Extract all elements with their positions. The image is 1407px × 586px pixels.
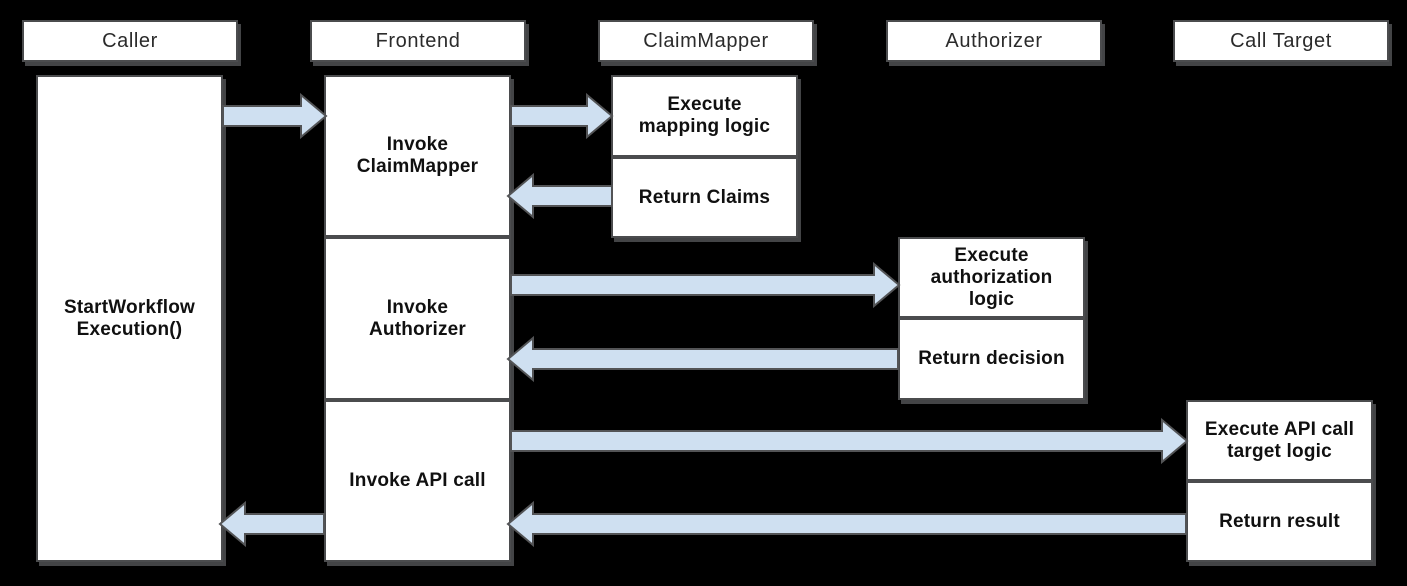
lifeline-label-calltarget: Call Target <box>1230 29 1332 52</box>
arrow-frontend-to-authorizer <box>510 261 901 309</box>
lifeline-header-claimmapper: ClaimMapper <box>598 20 814 62</box>
lifeline-header-caller: Caller <box>22 20 238 62</box>
activation-authorizer-execute: Execute authorization logic <box>898 237 1085 318</box>
activation-calltarget-return: Return result <box>1186 481 1373 562</box>
activation-calltarget-execute: Execute API call target logic <box>1186 400 1373 481</box>
activation-authorizer-return: Return decision <box>898 318 1085 400</box>
lifeline-header-authorizer: Authorizer <box>886 20 1102 62</box>
lifeline-label-frontend: Frontend <box>375 29 461 52</box>
step-line: logic <box>968 288 1015 310</box>
step-line: Return decision <box>918 348 1065 369</box>
lifeline-label-authorizer: Authorizer <box>945 29 1043 52</box>
lifeline-header-frontend: Frontend <box>310 20 526 62</box>
arrow-authorizer-to-frontend <box>506 335 899 383</box>
arrow-caller-to-frontend <box>222 92 328 140</box>
activation-frontend-invoke-authorizer: Invoke Authorizer <box>324 237 511 400</box>
step-line: authorization <box>930 266 1053 288</box>
step-line: Invoke API call <box>349 470 486 491</box>
step-line: Execution() <box>76 318 183 340</box>
step-line: Invoke <box>386 134 449 155</box>
arrow-calltarget-to-frontend <box>506 500 1187 548</box>
step-line: target logic <box>1227 440 1332 462</box>
activation-frontend-invoke-claimmapper: Invoke ClaimMapper <box>324 75 511 237</box>
step-line: Execute API call <box>1204 418 1355 440</box>
step-line: Execute <box>667 94 742 115</box>
lifeline-label-claimmapper: ClaimMapper <box>643 29 769 52</box>
activation-frontend-invoke-api-call: Invoke API call <box>324 400 511 562</box>
step-line: mapping logic <box>638 116 771 137</box>
step-line: Return Claims <box>638 186 771 208</box>
step-line: Return result <box>1219 510 1340 532</box>
step-line: StartWorkflow <box>63 296 196 318</box>
arrow-frontend-to-claimmapper <box>510 92 614 140</box>
step-line: Authorizer <box>369 318 466 340</box>
step-line: ClaimMapper <box>356 156 479 177</box>
arrow-frontend-to-caller <box>218 500 325 548</box>
lifeline-label-caller: Caller <box>102 29 158 52</box>
arrow-claimmapper-to-frontend <box>506 172 613 220</box>
activation-claimmapper-execute: Execute mapping logic <box>611 75 798 157</box>
activation-claimmapper-return: Return Claims <box>611 157 798 238</box>
step-line: Invoke <box>386 296 449 318</box>
lifeline-header-calltarget: Call Target <box>1173 20 1389 62</box>
activation-caller-startworkflow: StartWorkflow Execution() <box>36 75 223 562</box>
arrow-frontend-to-calltarget <box>510 417 1189 465</box>
step-line: Execute <box>954 244 1029 266</box>
